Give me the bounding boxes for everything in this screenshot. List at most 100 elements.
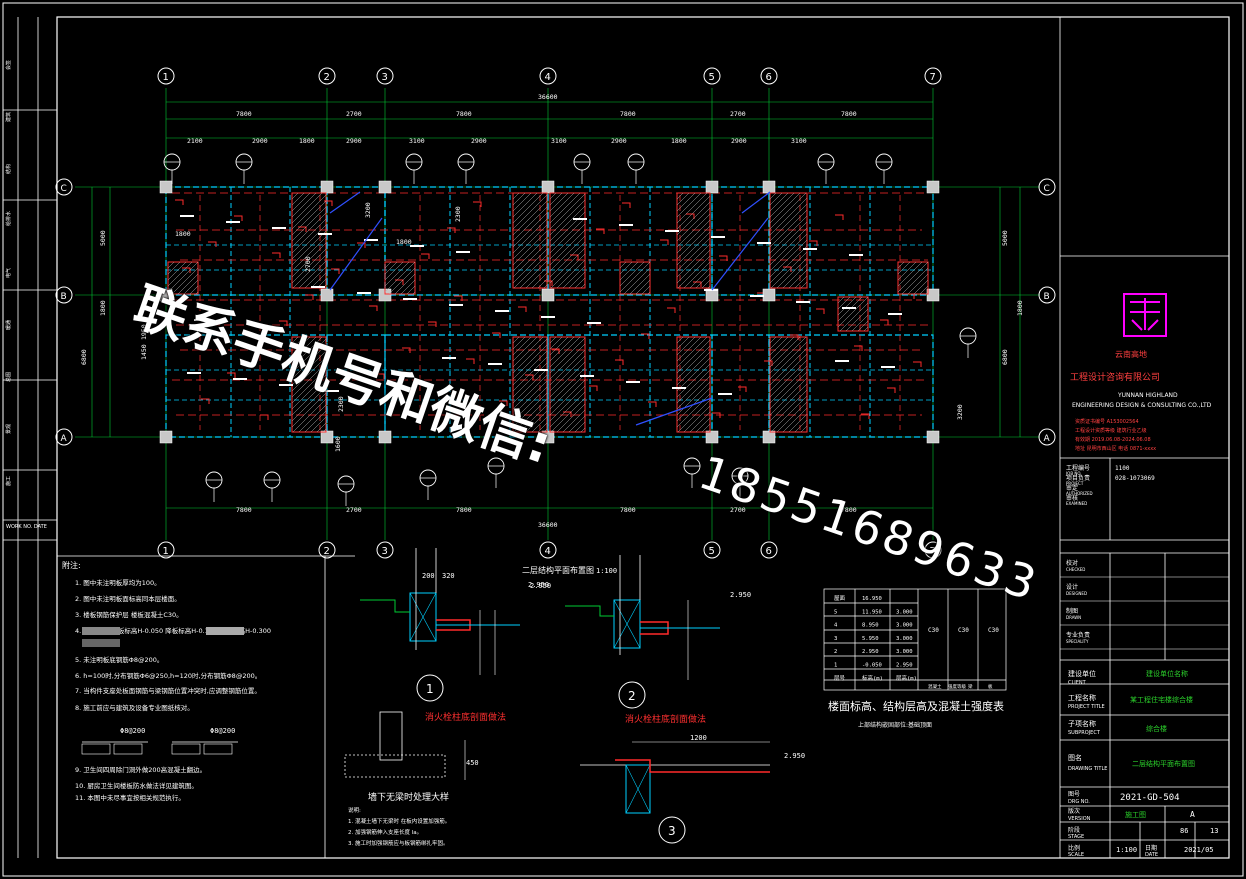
- rebar-label: [757, 242, 771, 244]
- axis-bubble: [1038, 178, 1056, 196]
- rebar-label: [665, 230, 679, 232]
- hatch-line: [549, 385, 586, 422]
- rebar-label: [796, 301, 810, 303]
- level-cell: 2.950: [896, 663, 913, 669]
- detail-1-elev: 2.950: [530, 582, 551, 590]
- axis-label: 6: [766, 72, 772, 83]
- hatch-line: [512, 192, 526, 206]
- wall-outline: [547, 334, 713, 438]
- hatch-line: [901, 267, 929, 295]
- rebar-mark: [331, 268, 340, 274]
- dim-span-bottom: 2700: [730, 506, 746, 514]
- hatch-line: [676, 345, 711, 380]
- column: [378, 430, 392, 444]
- hatch-line: [525, 266, 548, 289]
- company-cn2: 工程设计咨询有限公司: [1070, 371, 1160, 383]
- cert-line: 地址 昆明市西山区 电话 0871-xxxx: [1075, 445, 1156, 452]
- hatch-area: [837, 296, 869, 332]
- rebar-label: [718, 393, 732, 395]
- wall-outline: [165, 334, 328, 438]
- hatch-line: [701, 279, 711, 289]
- level-table-subtitle: 上部结构嵌固部位:基础顶面: [858, 721, 932, 729]
- sheet-total: 13: [1210, 827, 1218, 835]
- hatch-line: [183, 279, 199, 295]
- hatch-line: [647, 291, 651, 295]
- note-item: 8. 施工前应与建筑及设备专业图纸核对。: [75, 703, 194, 712]
- hatch-line: [676, 207, 711, 242]
- side-label: 施工: [5, 476, 12, 486]
- hatch-line: [769, 336, 777, 344]
- hatch-line: [897, 261, 917, 281]
- date-en: DATE: [1145, 852, 1158, 858]
- rebar-mark: [589, 385, 598, 391]
- hatch-area: [512, 336, 548, 433]
- rebar-mark: [854, 345, 863, 351]
- dim-sub-top: 2900: [611, 137, 627, 145]
- hatch-line: [562, 409, 586, 433]
- note-item: 11. 本图中未尽事宜按相关规范执行。: [75, 793, 185, 802]
- stage-en: STAGE: [1068, 834, 1084, 840]
- rebar-mark: [357, 242, 366, 248]
- axis-label: 7: [930, 72, 936, 83]
- title-row-en: DRAWN: [1066, 615, 1081, 620]
- title-row-value: 028-1073069: [1115, 475, 1155, 482]
- axis-bubble: [1038, 286, 1056, 304]
- dim-inner: 2300: [454, 206, 462, 222]
- axis-bubble: [376, 541, 394, 559]
- rebar-label: [403, 298, 417, 300]
- rebar-label: [495, 310, 509, 312]
- dim-total-bottom: 36600: [538, 521, 558, 529]
- hatch-line: [580, 427, 586, 433]
- wall-notes: 说明:1. 混凝土墙下无梁时 在板内设置加强筋。2. 加强钢筋伸入支座长度 la…: [348, 806, 450, 847]
- axis-label: C: [1044, 184, 1050, 194]
- rebar-label: [672, 387, 686, 389]
- dim-sub-top: 3100: [551, 137, 567, 145]
- hatch-line: [707, 285, 711, 289]
- hatch-line: [701, 423, 711, 433]
- wall-note: 3. 施工时加强钢筋应与板钢筋绑扎牢固。: [348, 839, 449, 847]
- axis-label: 2: [324, 72, 330, 83]
- hatch-line: [769, 359, 808, 398]
- rebar-mark: [253, 346, 262, 352]
- title-row-en: DESIGNED: [1066, 591, 1087, 596]
- client-label: 建设单位: [1068, 669, 1096, 678]
- axis-label: 5: [709, 72, 715, 83]
- hatch-line: [189, 285, 199, 295]
- hatch-line: [769, 365, 808, 404]
- hatch-area: [167, 261, 199, 295]
- hatch-line: [676, 369, 711, 404]
- hatch-line: [769, 192, 777, 200]
- dim-span-bottom: 7800: [236, 506, 252, 514]
- title-row-label: 专业负责: [1066, 631, 1090, 639]
- rebar-label: [279, 384, 293, 386]
- axis-bubble: [157, 541, 175, 559]
- hatch-line: [543, 428, 548, 433]
- hatch-line: [549, 336, 575, 362]
- level-col-label: C30: [958, 627, 969, 634]
- level-cell: 层号: [834, 675, 846, 682]
- hatch-line: [512, 338, 548, 374]
- rebar-label: [187, 372, 201, 374]
- hatch-line: [925, 291, 929, 295]
- hatch-line: [400, 279, 416, 295]
- hatch-line: [291, 356, 327, 392]
- rebar-mark: [234, 215, 243, 221]
- hatch-line: [291, 200, 327, 236]
- axis-bubble: [760, 541, 778, 559]
- hatch-line: [549, 361, 586, 398]
- dim-span-top: 7800: [841, 110, 857, 118]
- hatch-line: [316, 422, 327, 433]
- hatch-line: [676, 351, 711, 386]
- rebar-mark: [260, 414, 269, 420]
- rebar-label: [233, 378, 247, 380]
- scale-value: 1:100: [1116, 846, 1137, 854]
- hatch-line: [549, 336, 557, 344]
- hatch-line: [676, 192, 690, 206]
- axis-label: 4: [545, 546, 551, 557]
- hatch-area: [512, 192, 548, 289]
- hatch-line: [549, 336, 563, 350]
- level-cell: 3.000: [896, 623, 913, 629]
- dim-right: 1800: [1016, 300, 1024, 316]
- rebar-mark: [913, 361, 922, 367]
- hatch-line: [549, 355, 586, 392]
